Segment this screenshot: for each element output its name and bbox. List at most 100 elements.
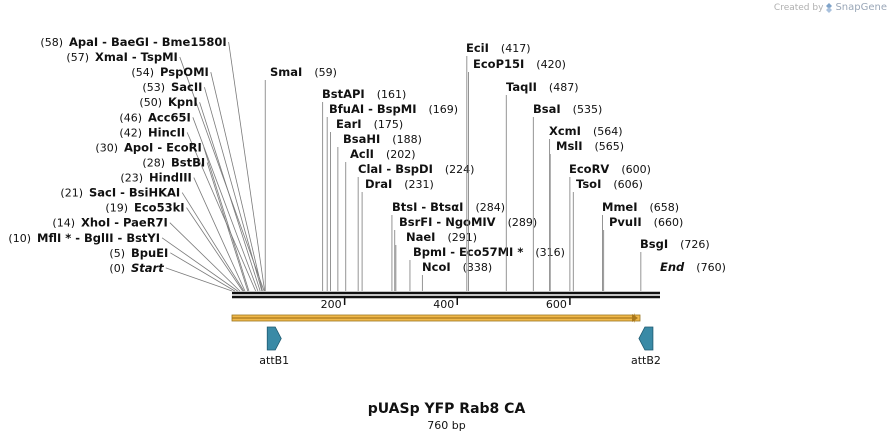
- feature-attb1: attB1: [259, 326, 289, 367]
- site-leader: [165, 267, 233, 292]
- site-position: (54): [131, 66, 154, 79]
- site-name: EarI: [336, 117, 362, 131]
- site-label-left: (42)HincII: [119, 125, 257, 292]
- site-label-right: DraI(231): [361, 177, 434, 291]
- site-position: (660): [654, 216, 684, 229]
- site-leader: [204, 87, 263, 292]
- site-position: (57): [66, 51, 89, 64]
- site-position: (59): [314, 66, 337, 79]
- site-leader: [199, 102, 261, 292]
- site-name: PvuII: [609, 215, 642, 229]
- site-leader: [179, 56, 265, 292]
- feature-attb2: attB2: [631, 326, 661, 367]
- site-name: BpuEI: [131, 246, 168, 260]
- site-label-right: BfuAI - BspMI(169): [326, 102, 458, 291]
- site-name: TsoI: [576, 177, 601, 191]
- site-label-right: EarI(175): [330, 117, 403, 291]
- site-label-left: (50) KpnI: [139, 95, 261, 292]
- site-label-right: BstAPI(161): [322, 87, 406, 291]
- site-name: MmeI: [602, 200, 638, 214]
- site-position: (564): [593, 125, 623, 138]
- site-name: HincII: [148, 125, 185, 139]
- site-position: (21): [60, 187, 83, 200]
- site-name: EciI: [466, 41, 489, 55]
- site-name: BstBI: [171, 155, 205, 169]
- site-position: (46): [119, 111, 142, 124]
- snapgene-logo-icon: [826, 2, 833, 13]
- site-name: XcmI: [549, 124, 581, 138]
- site-leader: [181, 192, 245, 292]
- site-leader: [192, 117, 259, 292]
- site-leader: [186, 207, 244, 292]
- site-name: TaqII: [506, 80, 537, 94]
- site-position: (224): [445, 163, 475, 176]
- site-name: SacII: [171, 80, 202, 94]
- site-name: BfuAI - BspMI: [329, 102, 416, 116]
- site-name: XmaI - TspMI: [95, 50, 178, 64]
- site-name: SmaI: [270, 65, 302, 79]
- site-position: (291): [447, 231, 477, 244]
- site-name: DraI: [365, 177, 392, 191]
- site-label-right: TaqII(487): [505, 80, 579, 291]
- site-position: (19): [105, 202, 128, 215]
- site-label-right: MslI(565): [549, 139, 624, 291]
- site-position: (161): [377, 88, 407, 101]
- site-name: BsaI: [533, 102, 561, 116]
- feature-label: attB1: [259, 354, 289, 367]
- site-name: BtsI - BtsαI: [392, 200, 463, 214]
- site-leader: [170, 252, 236, 292]
- axis-tick-label: 600: [546, 298, 567, 311]
- orf-arrow-tip: [632, 314, 638, 322]
- site-position: (5): [109, 247, 125, 260]
- site-name: XhoI - PaeR7I: [81, 216, 168, 230]
- site-name: MslI: [556, 139, 583, 153]
- site-leader: [186, 132, 257, 292]
- site-position: (760): [696, 261, 726, 274]
- site-position: (10): [8, 232, 31, 245]
- site-label-right: MmeI (658): [602, 200, 679, 291]
- site-position: (0): [109, 262, 125, 275]
- site-position: (53): [142, 81, 165, 94]
- site-name: ApoI - EcoRI: [124, 140, 202, 154]
- axis-tick-label: 200: [321, 298, 342, 311]
- site-position: (420): [536, 58, 566, 71]
- site-position: (202): [386, 148, 416, 161]
- site-label-right: BsgI(726): [640, 237, 710, 291]
- site-label-right: End (760): [660, 260, 726, 274]
- site-name: HindIII: [149, 171, 192, 185]
- site-label-left: (10)MflI * - BglII - BstYI: [8, 231, 238, 292]
- site-label-right: PvuII (660): [603, 215, 684, 291]
- site-label-left: (30)ApoI - EcoRI: [95, 140, 250, 292]
- feature-arrow: [638, 326, 654, 351]
- site-label-right: BsaHI(188): [337, 132, 422, 291]
- site-label-left: (28) BstBI: [142, 155, 249, 292]
- site-name: BsrFI - NgoMIV: [399, 215, 496, 229]
- site-label-left: (19)Eco53kI: [105, 201, 244, 292]
- snapgene-credit: Created by SnapGene: [774, 2, 887, 13]
- site-position: (726): [680, 238, 710, 251]
- feature-label: attB2: [631, 354, 661, 367]
- site-name: SacI - BsiHKAI: [89, 186, 180, 200]
- site-label-left: (5) BpuEI: [109, 246, 236, 292]
- site-label-right: BtsI - BtsαI(284): [391, 200, 505, 291]
- site-name: End: [660, 260, 685, 274]
- site-label-left: (14)XhoI - PaeR7I: [52, 216, 241, 292]
- site-name: ClaI - BspDI: [358, 162, 433, 176]
- site-name: EcoRV: [569, 162, 609, 176]
- site-label-right: BsrFI - NgoMIV (289): [394, 215, 538, 291]
- map-title: pUASp YFP Rab8 CA: [367, 401, 526, 417]
- site-label-left: (54)PspOMI: [131, 65, 263, 292]
- site-label-left: (57) XmaI - TspMI: [66, 50, 265, 292]
- site-name: NaeI: [406, 230, 435, 244]
- site-label-right: XcmI (564): [549, 124, 623, 291]
- site-position: (289): [508, 216, 538, 229]
- site-position: (50): [139, 96, 162, 109]
- site-name: Acc65I: [148, 110, 191, 124]
- site-label-left: (23)HindIII: [120, 171, 246, 292]
- site-position: (28): [142, 156, 165, 169]
- site-name: ApaI - BaeGI - Bme1580I: [69, 35, 227, 49]
- site-name: KpnI: [168, 95, 198, 109]
- site-leader: [206, 162, 249, 292]
- site-position: (658): [650, 201, 680, 214]
